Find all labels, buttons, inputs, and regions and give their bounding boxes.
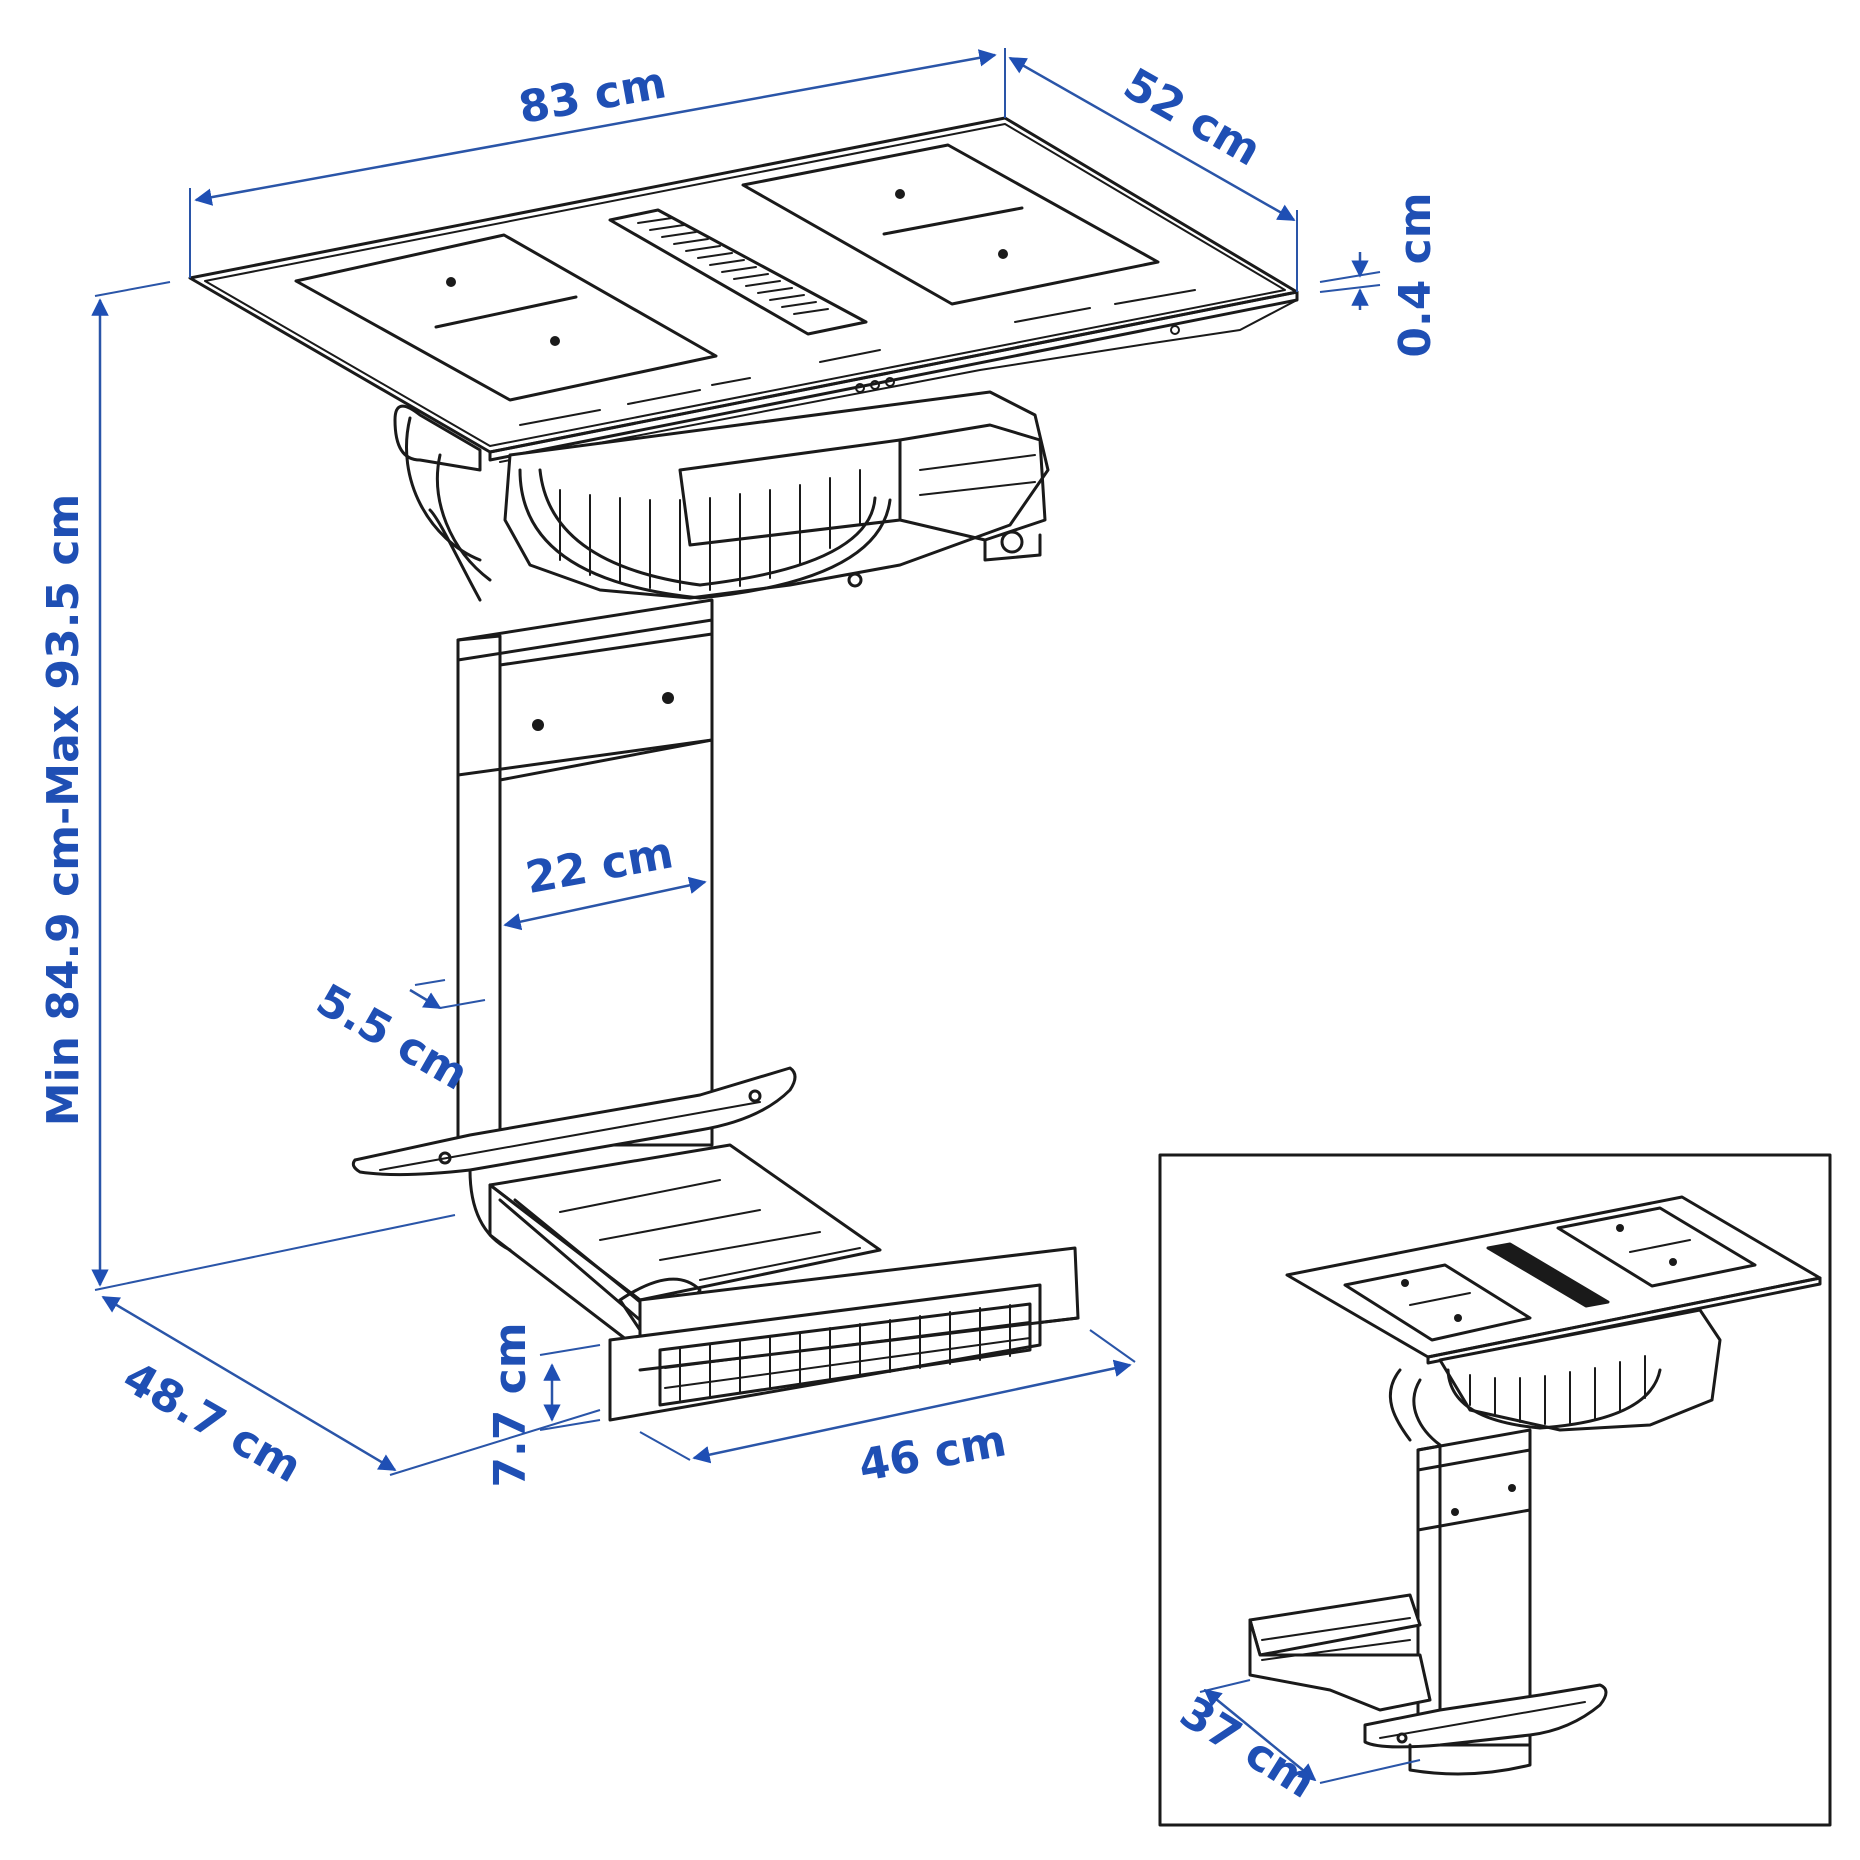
cooktop-with-extractor <box>188 116 1299 1422</box>
label-height: Min 84.9 cm-Max 93.5 cm <box>38 494 89 1127</box>
horizontal-duct <box>468 1143 882 1352</box>
label-outlet-height: 7.7 cm <box>485 1322 536 1487</box>
extractor-vent <box>608 208 868 336</box>
label-width-top: 83 cm <box>515 57 670 134</box>
cooktop-glass-plate <box>188 116 1299 463</box>
inset-fan-housing <box>1389 1308 1722 1447</box>
label-depth-top: 52 cm <box>1115 58 1269 176</box>
dimension-outlet-height: 7.7 cm <box>485 1322 601 1488</box>
support-bracket <box>351 1066 797 1177</box>
inset-view: 37 cm <box>1158 1153 1832 1827</box>
dimension-height: Min 84.9 cm-Max 93.5 cm <box>38 281 456 1291</box>
dimension-glass-thickness: 0.4 cm <box>1319 192 1441 358</box>
touch-controls <box>519 289 1196 426</box>
label-glass-thickness: 0.4 cm <box>1390 192 1441 357</box>
label-outlet-width: 46 cm <box>855 1415 1010 1492</box>
label-inset-outlet-depth: 37 cm <box>1171 1687 1324 1809</box>
vertical-duct <box>428 508 714 1147</box>
inset-bottom-assembly <box>1248 1593 1608 1776</box>
fan-motor-housing <box>393 390 1050 600</box>
inset-cooktop <box>1285 1195 1822 1365</box>
label-overall-depth: 48.7 cm <box>115 1352 310 1493</box>
cooking-zone-left <box>294 233 718 402</box>
label-duct-depth: 5.5 cm <box>308 974 477 1100</box>
